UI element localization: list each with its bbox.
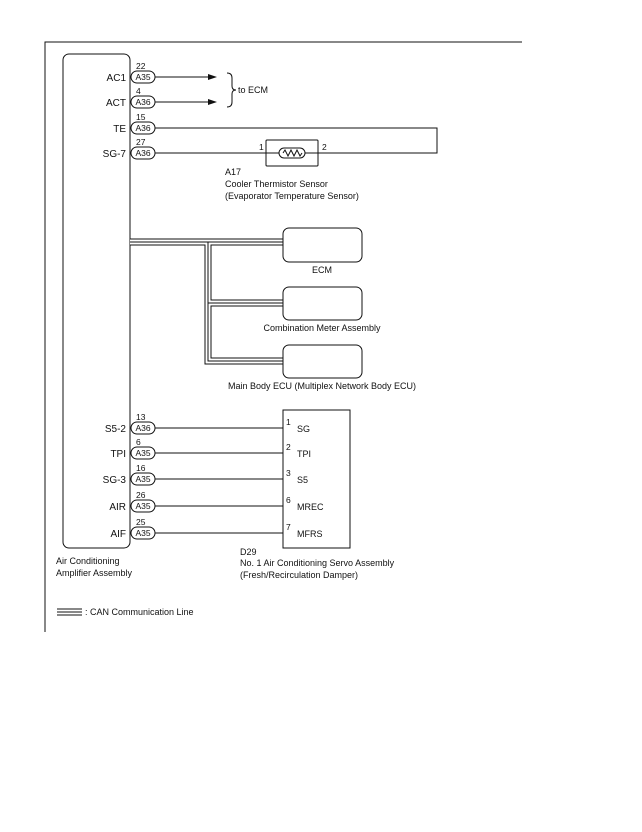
pin-number: 15 — [136, 112, 146, 122]
servo-pin-number: 1 — [286, 417, 291, 427]
terminal-name: AIF — [110, 529, 126, 540]
terminal-air: AIR 26 A35 — [109, 490, 283, 513]
pin-number: 26 — [136, 490, 146, 500]
combination-meter-box — [282, 286, 363, 321]
amplifier-assembly-box — [62, 53, 131, 549]
terminal-name: S5-2 — [105, 424, 127, 435]
sensor-label-line1: Cooler Thermistor Sensor — [225, 179, 328, 189]
wire — [155, 127, 438, 154]
terminal-name: AC1 — [107, 73, 127, 84]
arrow-icon — [208, 99, 217, 105]
amplifier-label-line2: Amplifier Assembly — [56, 568, 133, 578]
connector-code: A36 — [135, 97, 150, 107]
main-body-ecu-box — [282, 344, 363, 379]
pin-number: 25 — [136, 517, 146, 527]
sensor-label-line2: (Evaporator Temperature Sensor) — [225, 191, 359, 201]
legend: : CAN Communication Line — [56, 607, 194, 617]
pin-number: 4 — [136, 86, 141, 96]
legend-can-label: : CAN Communication Line — [85, 607, 194, 617]
terminal-tpi: TPI 6 A35 — [110, 437, 283, 460]
servo-pin-name: SG — [297, 424, 310, 434]
servo-code: D29 — [240, 547, 257, 557]
terminal-aif: AIF 25 A35 — [110, 517, 283, 540]
terminal-name: SG-3 — [103, 475, 127, 486]
connector-code: A35 — [135, 448, 150, 458]
connector-code: A35 — [135, 501, 150, 511]
terminal-s5-2: S5-2 13 A36 — [105, 412, 283, 435]
connector-code: A36 — [135, 148, 150, 158]
to-ecm-label: to ECM — [238, 85, 268, 95]
servo-pin-number: 7 — [286, 522, 291, 532]
servo-pin-number: 2 — [286, 442, 291, 452]
can-bus — [130, 238, 283, 365]
pin-number: 16 — [136, 463, 146, 473]
terminal-sg3: SG-3 16 A35 — [103, 463, 283, 486]
page-frame — [44, 41, 522, 632]
terminal-name: AIR — [109, 502, 126, 513]
servo-label-line2: (Fresh/Recirculation Damper) — [240, 570, 358, 580]
brace-icon — [226, 72, 237, 108]
servo-pin-name: S5 — [297, 475, 308, 485]
connector-code: A36 — [135, 123, 150, 133]
connector-code: A35 — [135, 474, 150, 484]
connector-code: A35 — [135, 72, 150, 82]
servo-assembly: 1 SG 2 TPI 3 S5 6 MREC 7 MFRS — [282, 409, 351, 549]
sensor-code: A17 — [225, 167, 241, 177]
terminal-ac1: AC1 22 A35 — [107, 61, 217, 84]
terminal-sg7: SG-7 27 A36 — [103, 137, 266, 160]
resistor-zigzag-icon — [282, 148, 303, 158]
servo-pin-name: MREC — [297, 502, 324, 512]
pin-number: 22 — [136, 61, 146, 71]
sensor-pin-left: 1 — [259, 142, 264, 152]
servo-pin-name: TPI — [297, 449, 311, 459]
pin-number: 27 — [136, 137, 146, 147]
connector-code: A35 — [135, 528, 150, 538]
servo-assembly-box — [282, 409, 351, 549]
ecm-box — [282, 227, 363, 263]
terminal-act: ACT 4 A36 — [106, 86, 217, 109]
pin-number: 6 — [136, 437, 141, 447]
ecm-label: ECM — [312, 265, 332, 275]
servo-pin-number: 6 — [286, 495, 291, 505]
terminal-name: TPI — [110, 449, 126, 460]
main-body-ecu-label: Main Body ECU (Multiplex Network Body EC… — [228, 381, 416, 391]
sensor-pin-right: 2 — [322, 142, 327, 152]
terminal-name: ACT — [106, 98, 126, 109]
servo-label-line1: No. 1 Air Conditioning Servo Assembly — [240, 558, 395, 568]
terminal-name: SG-7 — [103, 149, 127, 160]
terminal-name: TE — [113, 124, 126, 135]
combination-meter-label: Combination Meter Assembly — [263, 323, 381, 333]
can-line-gap — [130, 239, 283, 364]
pin-number: 13 — [136, 412, 146, 422]
servo-pin-number: 3 — [286, 468, 291, 478]
can-line-center — [130, 241, 283, 362]
connector-code: A36 — [135, 423, 150, 433]
arrow-icon — [208, 74, 217, 80]
amplifier-label-line1: Air Conditioning — [56, 556, 120, 566]
servo-pin-name: MFRS — [297, 529, 323, 539]
cooler-thermistor-sensor: 1 2 — [259, 139, 327, 167]
terminal-te: TE 15 A36 — [113, 112, 438, 154]
